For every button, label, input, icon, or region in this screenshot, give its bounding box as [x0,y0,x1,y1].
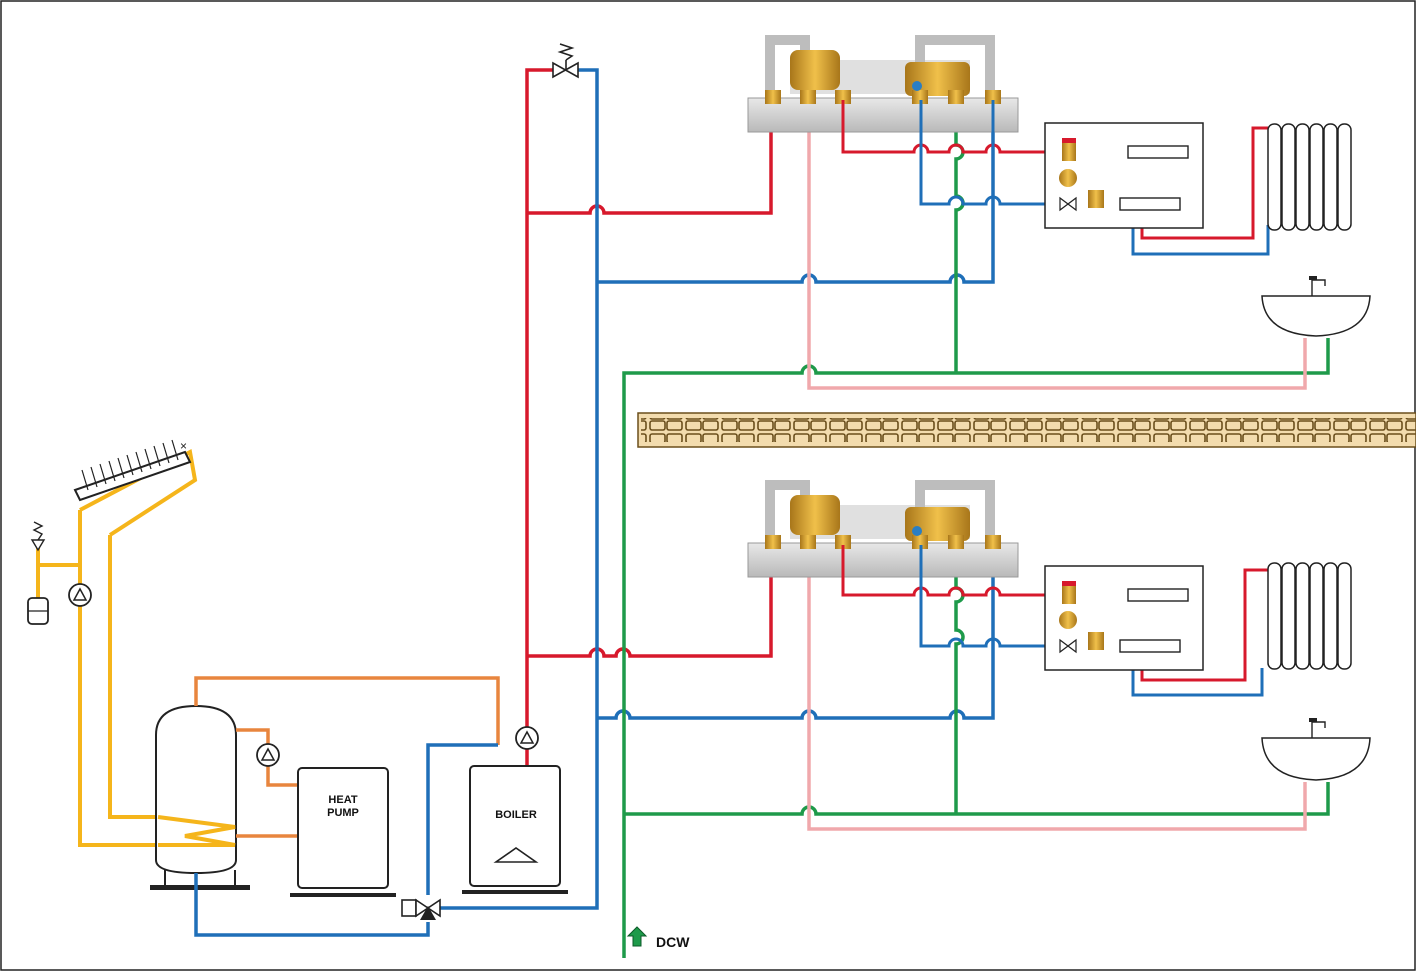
lower-heat-interface-unit [747,480,1019,578]
dcw-arrow-icon [626,926,648,947]
lower-washbasin-icon [1261,718,1371,781]
boiler-flame-icon [493,847,539,863]
solar-collector-icon: × [73,439,192,502]
recirculation-line [807,100,1307,831]
upper-washbasin-icon [1261,276,1371,337]
heat-pump-pump-icon [256,743,280,767]
three-way-valve-icon [401,898,441,920]
boiler-pump-icon [515,726,539,750]
expansion-vessel-icon [27,597,49,625]
boiler-label: BOILER [495,809,537,821]
upper-local-circuit [841,100,1270,282]
upper-heat-interface-unit [747,35,1019,133]
lower-radiator-icon [1267,562,1352,670]
heat-pump-unit: HEAT PUMP [290,767,396,897]
storage-tank [150,704,250,890]
upper-radiator-icon [1267,123,1352,231]
dcw-indicator: DCW [626,926,690,950]
safety-valve-icon [552,43,579,79]
heat-pump-label-line1: HEAT [328,794,357,806]
heat-pump-label-line2: PUMP [327,807,359,819]
dcw-label: DCW [656,934,690,950]
svg-text:×: × [180,439,187,453]
boiler-unit: BOILER [462,765,568,894]
solar-circuit [36,448,198,847]
upper-manifold-box [1044,122,1204,229]
solar-pump-icon [68,583,92,607]
solar-safety-valve-icon [30,521,46,552]
lower-manifold-box [1044,565,1204,671]
